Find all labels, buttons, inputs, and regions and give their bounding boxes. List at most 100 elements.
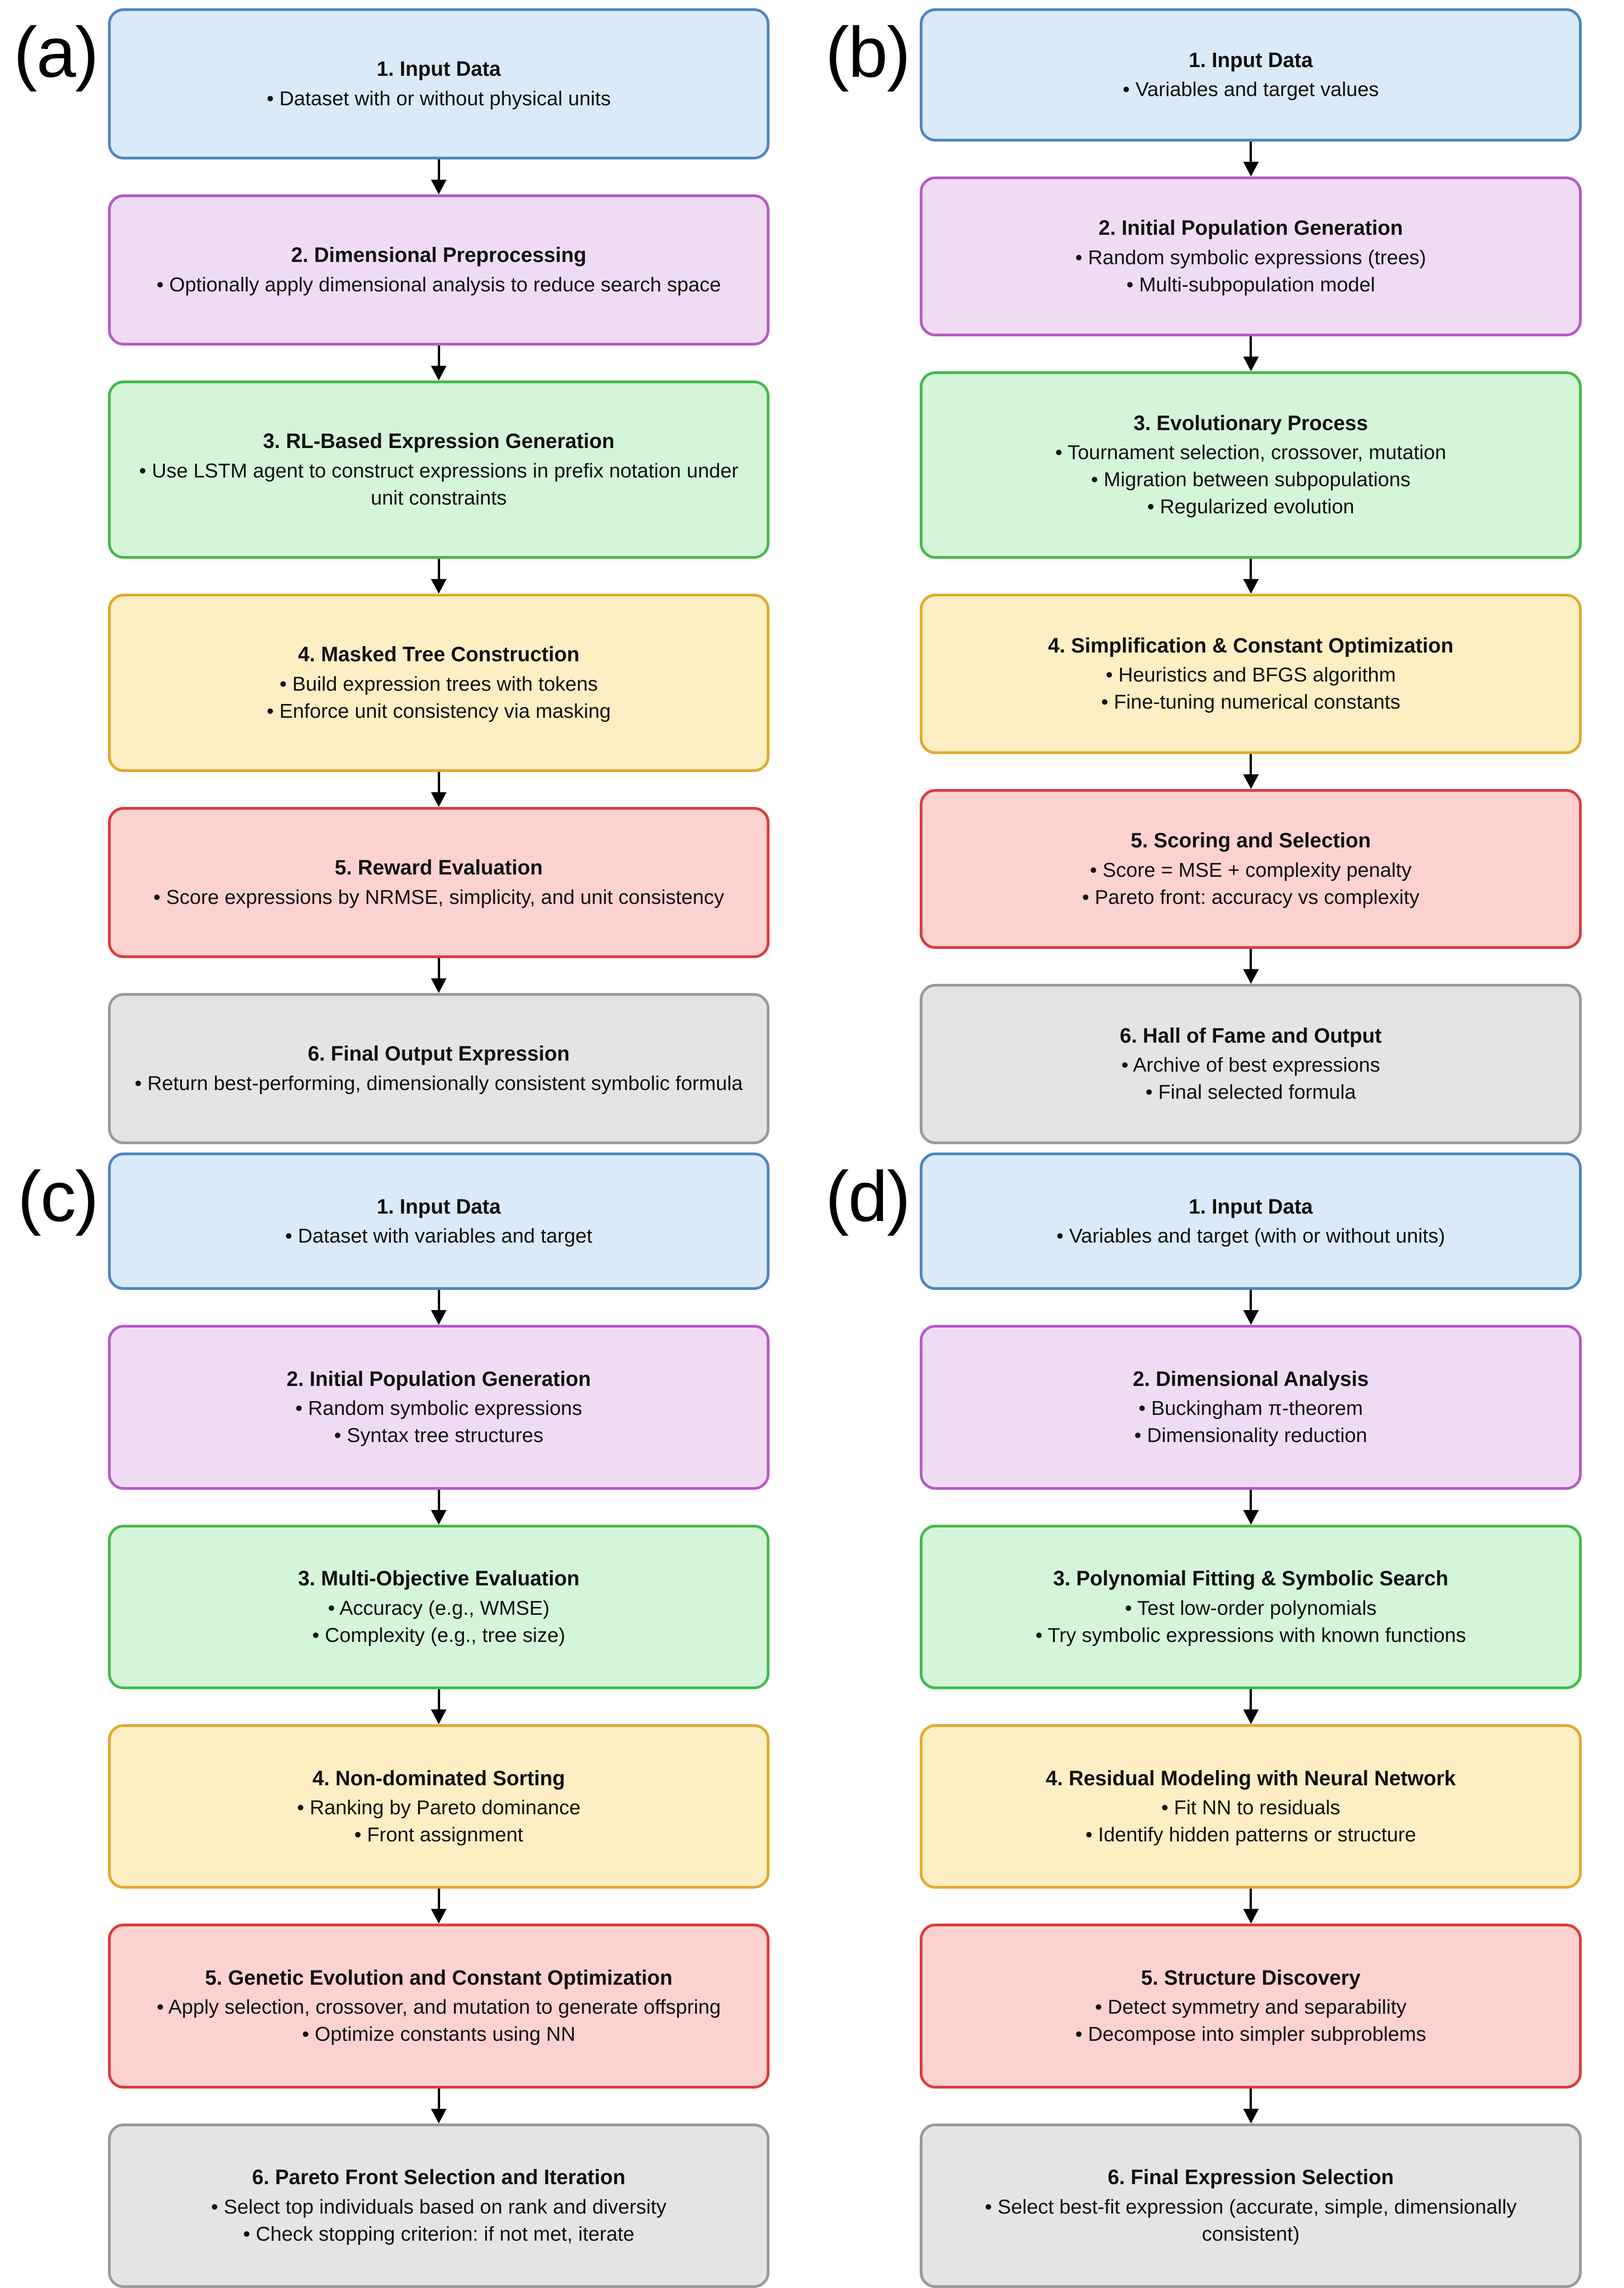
flow-node-bullet: • Buckingham π-theorem bbox=[1138, 1397, 1363, 1420]
arrow-shaft bbox=[1250, 754, 1252, 778]
arrow-shaft bbox=[437, 1689, 440, 1714]
flow-node-a-step-5[interactable]: 5. Reward Evaluation• Score expressions … bbox=[108, 806, 770, 958]
flow-node-b-step-1[interactable]: 1. Input Data• Variables and target valu… bbox=[920, 8, 1582, 142]
flow-arrow-b-3-to-4 bbox=[920, 559, 1582, 594]
flow-node-bullet: • Migration between subpopulations bbox=[1091, 468, 1411, 491]
flow-node-c-step-3[interactable]: 3. Multi-Objective Evaluation• Accuracy … bbox=[108, 1524, 770, 1690]
flow-arrow-b-1-to-2 bbox=[920, 141, 1582, 176]
arrow-shaft bbox=[437, 772, 440, 796]
flow-node-bullet: • Tournament selection, crossover, mutat… bbox=[1055, 441, 1447, 464]
flow-node-c-step-1[interactable]: 1. Input Data • Dataset with variables an… bbox=[108, 1153, 770, 1290]
flow-node-bullet: • Syntax tree structures bbox=[334, 1424, 543, 1447]
flow-node-bullet-list: • Heuristics and BFGS algorithm • Fine-tu… bbox=[936, 662, 1565, 716]
flow-node-bullet: • Return best-performing, dimensionally … bbox=[135, 1072, 743, 1095]
flow-arrow-d-4-to-5 bbox=[920, 1889, 1582, 1924]
flow-node-bullet-list: • Fit NN to residuals• Identify hidden p… bbox=[936, 1794, 1565, 1849]
flow-node-title: 2. Dimensional Preprocessing bbox=[291, 243, 587, 267]
flow-node-bullet: • Random symbolic expressions bbox=[295, 1397, 583, 1420]
flow-node-bullet-list: • Score = MSE + complexity penalty• Pare… bbox=[936, 857, 1565, 911]
flow-node-bullet: • Accuracy (e.g., WMSE) bbox=[328, 1596, 550, 1619]
arrow-shaft bbox=[437, 2088, 440, 2112]
arrow-head-icon bbox=[431, 1310, 447, 1325]
flow-node-c-step-6[interactable]: 6. Pareto Front Selection and Iteration •… bbox=[108, 2123, 770, 2288]
flow-node-bullet: • Fit NN to residuals bbox=[1161, 1796, 1341, 1819]
flow-node-bullet-list: • Select top individuals based on rank a… bbox=[124, 2194, 753, 2248]
flow-node-bullet-list: • Build expression trees with tokens• En… bbox=[124, 671, 753, 725]
flow-node-bullet: • Detect symmetry and separability bbox=[1095, 1996, 1407, 2019]
flow-node-bullet: • Check stopping criterion: if not met, … bbox=[243, 2222, 634, 2245]
flow-node-a-step-4[interactable]: 4. Masked Tree Construction • Build expre… bbox=[108, 594, 770, 772]
flow-arrow-c-2-to-3 bbox=[108, 1489, 770, 1525]
arrow-head-icon bbox=[1243, 1510, 1259, 1525]
flow-node-c-step-5[interactable]: 5. Genetic Evolution and Constant Optimi… bbox=[108, 1924, 770, 2089]
flow-arrow-d-1-to-2 bbox=[920, 1290, 1582, 1325]
flow-node-bullet: • Fine-tuning numerical constants bbox=[1101, 691, 1401, 714]
flow-node-title: 6. Pareto Front Selection and Iteration bbox=[252, 2165, 626, 2189]
flow-arrow-c-1-to-2 bbox=[108, 1290, 770, 1325]
flow-node-title: 6. Final Output Expression bbox=[307, 1042, 570, 1066]
arrow-head-icon bbox=[431, 1909, 447, 1924]
flow-node-d-step-1[interactable]: 1. Input Data • Variables and target (wit… bbox=[920, 1153, 1582, 1290]
flow-arrow-a-2-to-3 bbox=[108, 346, 770, 381]
flow-node-b-step-2[interactable]: 2. Initial Population Generation• Random… bbox=[920, 176, 1582, 337]
flow-node-d-step-5[interactable]: 5. Structure Discovery • Detect symmetry … bbox=[920, 1924, 1582, 2089]
panel-label-d: (d) bbox=[825, 1157, 911, 1236]
flow-node-bullet-list: • Optionally apply dimensional analysis … bbox=[124, 272, 753, 299]
flow-node-bullet: • Heuristics and BFGS algorithm bbox=[1105, 664, 1396, 687]
flow-node-title: 1. Input Data bbox=[376, 57, 501, 81]
flow-arrow-c-3-to-4 bbox=[108, 1689, 770, 1725]
flow-node-b-step-5[interactable]: 5. Scoring and Selection• Score = MSE + … bbox=[920, 789, 1582, 949]
flow-node-bullet: • Optionally apply dimensional analysis … bbox=[156, 273, 721, 296]
flow-node-bullet: • Dimensionality reduction bbox=[1134, 1424, 1367, 1447]
flow-node-title: 6. Hall of Fame and Output bbox=[1120, 1024, 1382, 1048]
flow-node-title: 5. Structure Discovery bbox=[1141, 1965, 1361, 1989]
flow-node-bullet: • Front assignment bbox=[354, 1823, 523, 1846]
flow-arrow-a-3-to-4 bbox=[108, 559, 770, 594]
arrow-shaft bbox=[437, 346, 440, 370]
flow-node-d-step-6[interactable]: 6. Final Expression Selection• Select be… bbox=[920, 2123, 1582, 2288]
flow-node-b-step-3[interactable]: 3. Evolutionary Process• Tournament sele… bbox=[920, 371, 1582, 559]
arrow-shaft bbox=[1250, 2088, 1252, 2112]
arrow-head-icon bbox=[1243, 1709, 1259, 1725]
flow-node-bullet-list: • Return best-performing, dimensionally … bbox=[124, 1070, 753, 1097]
flow-node-a-step-2[interactable]: 2. Dimensional Preprocessing • Optionally… bbox=[108, 194, 770, 346]
flow-node-title: 1. Input Data bbox=[1188, 1194, 1313, 1218]
flow-node-b-step-6[interactable]: 6. Hall of Fame and Output• Archive of b… bbox=[920, 984, 1582, 1145]
flow-arrow-b-5-to-6 bbox=[920, 949, 1582, 984]
flow-node-bullet: • Select top individuals based on rank a… bbox=[211, 2195, 667, 2218]
flow-node-bullet: • Try symbolic expressions with known fu… bbox=[1035, 1624, 1466, 1646]
panel-label-c: (c) bbox=[17, 1157, 99, 1236]
flow-node-bullet: • Variables and target (with or without … bbox=[1056, 1224, 1445, 1247]
flow-node-title: 4. Masked Tree Construction bbox=[298, 642, 580, 666]
panel-label-a: (a) bbox=[13, 12, 99, 92]
flow-node-bullet-list: • Dataset with variables and target bbox=[124, 1223, 753, 1250]
flow-node-d-step-3[interactable]: 3. Polynomial Fitting & Symbolic Search•… bbox=[920, 1524, 1582, 1690]
flow-node-a-step-6[interactable]: 6. Final Output Expression • Return best-… bbox=[108, 993, 770, 1144]
flow-column-c: 1. Input Data • Dataset with variables an… bbox=[108, 1153, 812, 2288]
flow-node-d-step-2[interactable]: 2. Dimensional Analysis• Buckingham π-th… bbox=[920, 1325, 1582, 1490]
flow-node-title: 4. Non-dominated Sorting bbox=[312, 1766, 565, 1790]
flow-arrow-b-4-to-5 bbox=[920, 754, 1582, 789]
flow-node-c-step-2[interactable]: 2. Initial Population Generation• Random… bbox=[108, 1325, 770, 1490]
flow-node-bullet-list: • Apply selection, crossover, and mutati… bbox=[124, 1994, 753, 2048]
arrow-head-icon bbox=[1243, 357, 1259, 372]
flow-node-bullet: • Apply selection, crossover, and mutati… bbox=[157, 1996, 721, 2019]
flow-node-a-step-3[interactable]: 3. RL-Based Expression Generation• Use L… bbox=[108, 380, 770, 559]
arrow-shaft bbox=[1250, 1689, 1252, 1714]
flow-node-d-step-4[interactable]: 4. Residual Modeling with Neural Network… bbox=[920, 1724, 1582, 1889]
flow-node-bullet: • Use LSTM agent to construct expression… bbox=[139, 459, 739, 509]
flow-arrow-b-2-to-3 bbox=[920, 336, 1582, 372]
arrow-head-icon bbox=[1243, 1310, 1259, 1325]
flow-node-bullet-list: • Variables and target values bbox=[936, 76, 1565, 103]
flow-node-c-step-4[interactable]: 4. Non-dominated Sorting• Ranking by Par… bbox=[108, 1724, 770, 1889]
flow-node-a-step-1[interactable]: 1. Input Data• Dataset with or without p… bbox=[108, 8, 770, 160]
flow-column-b: 1. Input Data• Variables and target valu… bbox=[920, 8, 1624, 1145]
flow-node-b-step-4[interactable]: 4. Simplification & Constant Optimizatio… bbox=[920, 594, 1582, 754]
panel-label-b: (b) bbox=[825, 12, 911, 92]
flow-node-bullet: • Complexity (e.g., tree size) bbox=[312, 1624, 566, 1646]
flow-node-bullet-list: • Use LSTM agent to construct expression… bbox=[124, 458, 753, 512]
arrow-head-icon bbox=[1243, 579, 1259, 594]
flow-node-title: 1. Input Data bbox=[376, 1194, 501, 1218]
flow-arrow-d-3-to-4 bbox=[920, 1689, 1582, 1725]
flow-arrow-a-5-to-6 bbox=[108, 958, 770, 993]
